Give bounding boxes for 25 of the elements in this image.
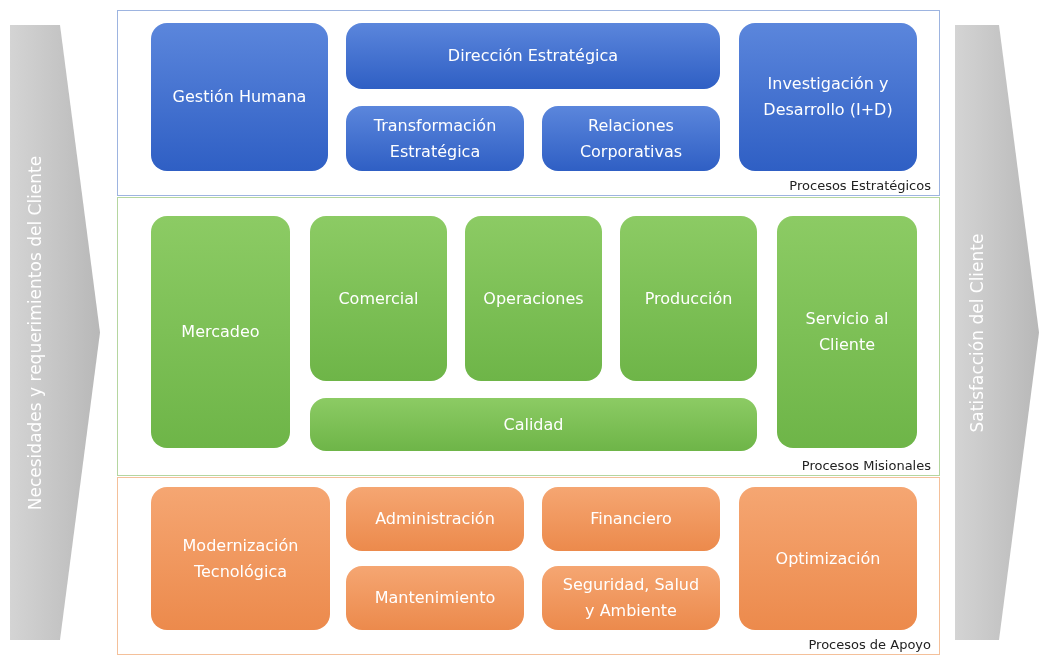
process-box: Seguridad, Salud y Ambiente	[542, 566, 720, 630]
process-box: Mercadeo	[151, 216, 290, 448]
process-box: Servicio al Cliente	[777, 216, 917, 448]
process-box: Transformación Estratégica	[346, 106, 524, 171]
process-box: Administración	[346, 487, 524, 551]
process-box: Relaciones Corporativas	[542, 106, 720, 171]
process-box: Optimización	[739, 487, 917, 630]
process-box: Financiero	[542, 487, 720, 551]
process-box: Operaciones	[465, 216, 602, 381]
process-band	[117, 197, 940, 476]
process-box: Mantenimiento	[346, 566, 524, 630]
process-box: Investigación y Desarrollo (I+D)	[739, 23, 917, 171]
process-band	[117, 10, 940, 196]
process-box: Gestión Humana	[151, 23, 328, 171]
band-title: Procesos Misionales	[801, 458, 931, 473]
process-box: Comercial	[310, 216, 447, 381]
process-box: Modernización Tecnológica	[151, 487, 330, 630]
band-title: Procesos Estratégicos	[789, 178, 931, 193]
band-title: Procesos de Apoyo	[808, 637, 931, 652]
process-band	[117, 477, 940, 655]
process-box: Producción	[620, 216, 757, 381]
process-box: Calidad	[310, 398, 757, 451]
chevron-arrow	[10, 25, 100, 640]
process-box: Dirección Estratégica	[346, 23, 720, 89]
chevron-arrow	[955, 25, 1039, 640]
